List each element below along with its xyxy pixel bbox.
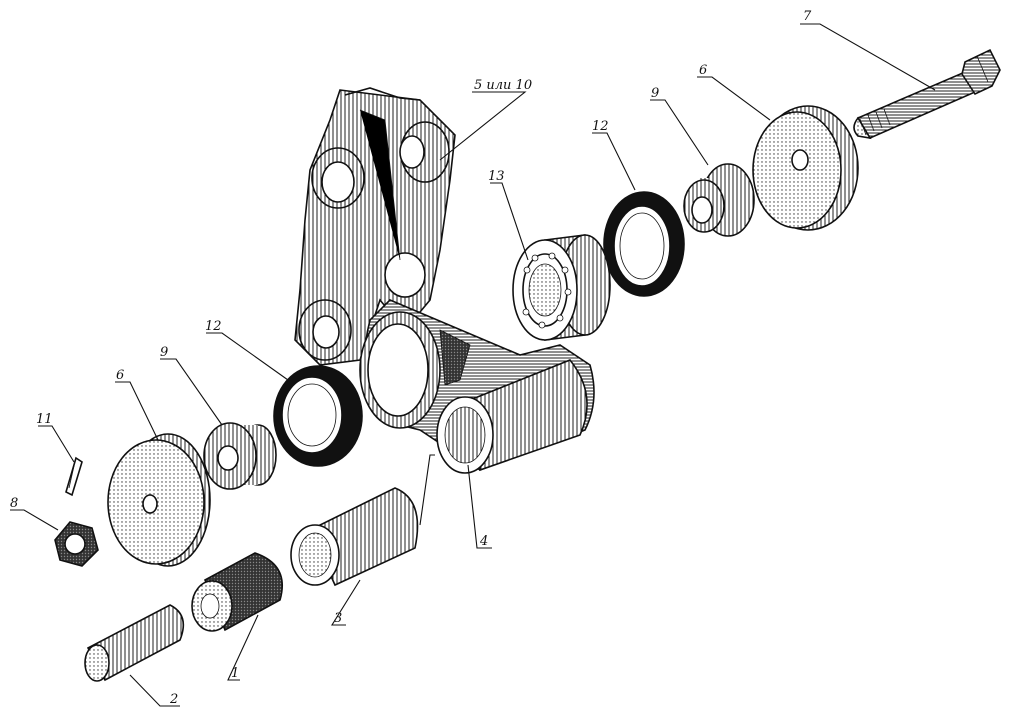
label-part-12-top: 12 <box>592 119 609 134</box>
label-part-1: 1 <box>231 666 239 681</box>
gear-disc-part-6-top <box>752 105 859 231</box>
bushing-housing-part-4 <box>359 299 595 474</box>
label-part-7: 7 <box>803 9 812 24</box>
pin-part-2 <box>84 604 185 682</box>
bolt-part-7 <box>853 48 1001 140</box>
label-part-2: 2 <box>169 692 178 707</box>
cotter-pin-part-11 <box>65 456 83 497</box>
label-part-3: 3 <box>334 611 342 626</box>
label-part-9-mid: 9 <box>160 345 168 360</box>
lever-bracket-part-5-or-10 <box>294 87 456 366</box>
label-part-4: 4 <box>479 534 488 549</box>
label-part-5-or-10: 5 или 10 <box>474 78 532 93</box>
label-part-11: 11 <box>36 412 53 427</box>
part-labels: 7 6 9 12 13 5 или 10 12 9 6 11 8 4 3 1 2 <box>10 9 812 707</box>
label-part-6-top: 6 <box>699 63 707 78</box>
label-part-9-top: 9 <box>651 86 659 101</box>
label-part-13: 13 <box>488 169 505 184</box>
dark-sleeve-part-1 <box>191 552 284 632</box>
sleeve-part-3 <box>290 487 419 587</box>
seal-ring-part-12-top <box>603 191 685 297</box>
ball-bearing-part-13 <box>512 234 611 341</box>
stepped-bushing-part-9-mid <box>203 422 277 490</box>
castle-nut-part-8 <box>54 521 99 567</box>
gear-disc-part-6-mid <box>107 433 211 567</box>
seal-ring-part-12-mid <box>273 365 363 467</box>
label-part-8: 8 <box>10 496 18 511</box>
stepped-bushing-part-9-top <box>683 163 755 237</box>
leader-lines <box>10 23 936 707</box>
label-part-12-mid: 12 <box>205 319 222 334</box>
label-part-6-mid: 6 <box>116 368 124 383</box>
